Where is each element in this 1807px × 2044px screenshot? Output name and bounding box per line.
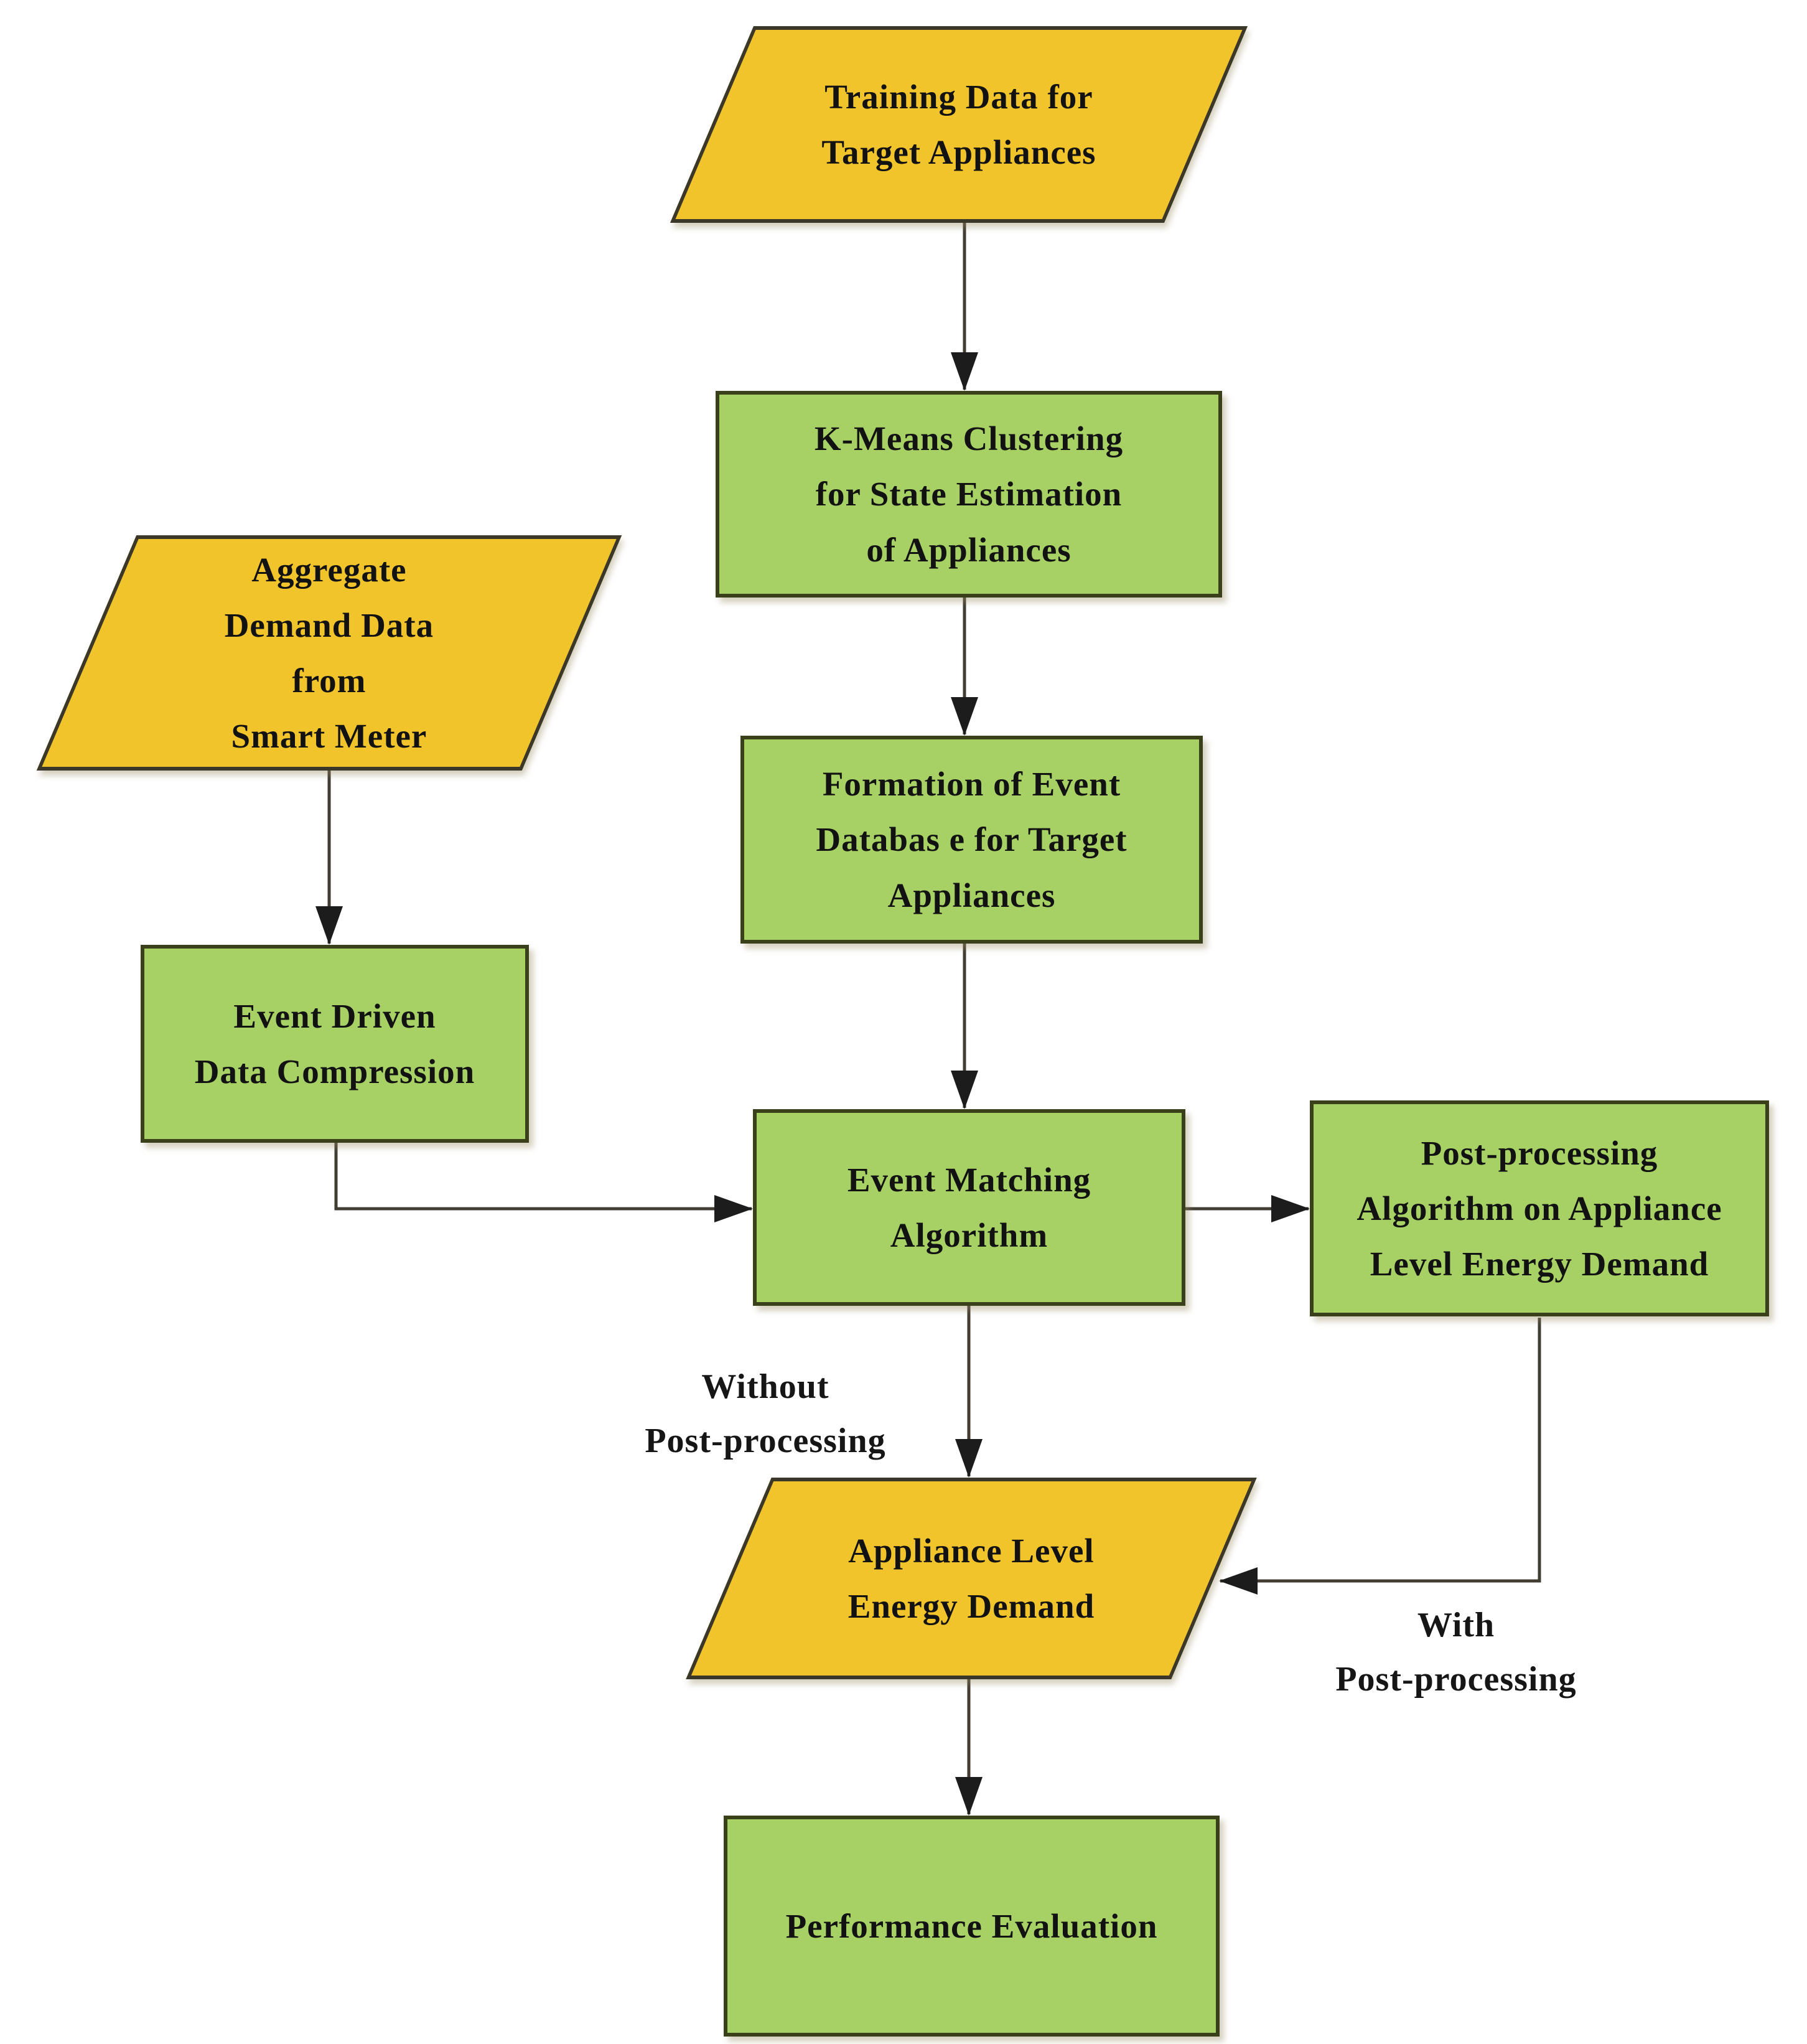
node-performance-evaluation: Performance Evaluation xyxy=(724,1816,1220,2037)
arrow-eventdrv-to-matching xyxy=(334,1143,753,1222)
node-performance-evaluation-label: Performance Evaluation xyxy=(785,1906,1158,1945)
arrow-postproc-to-appliance xyxy=(1219,1318,1541,1595)
